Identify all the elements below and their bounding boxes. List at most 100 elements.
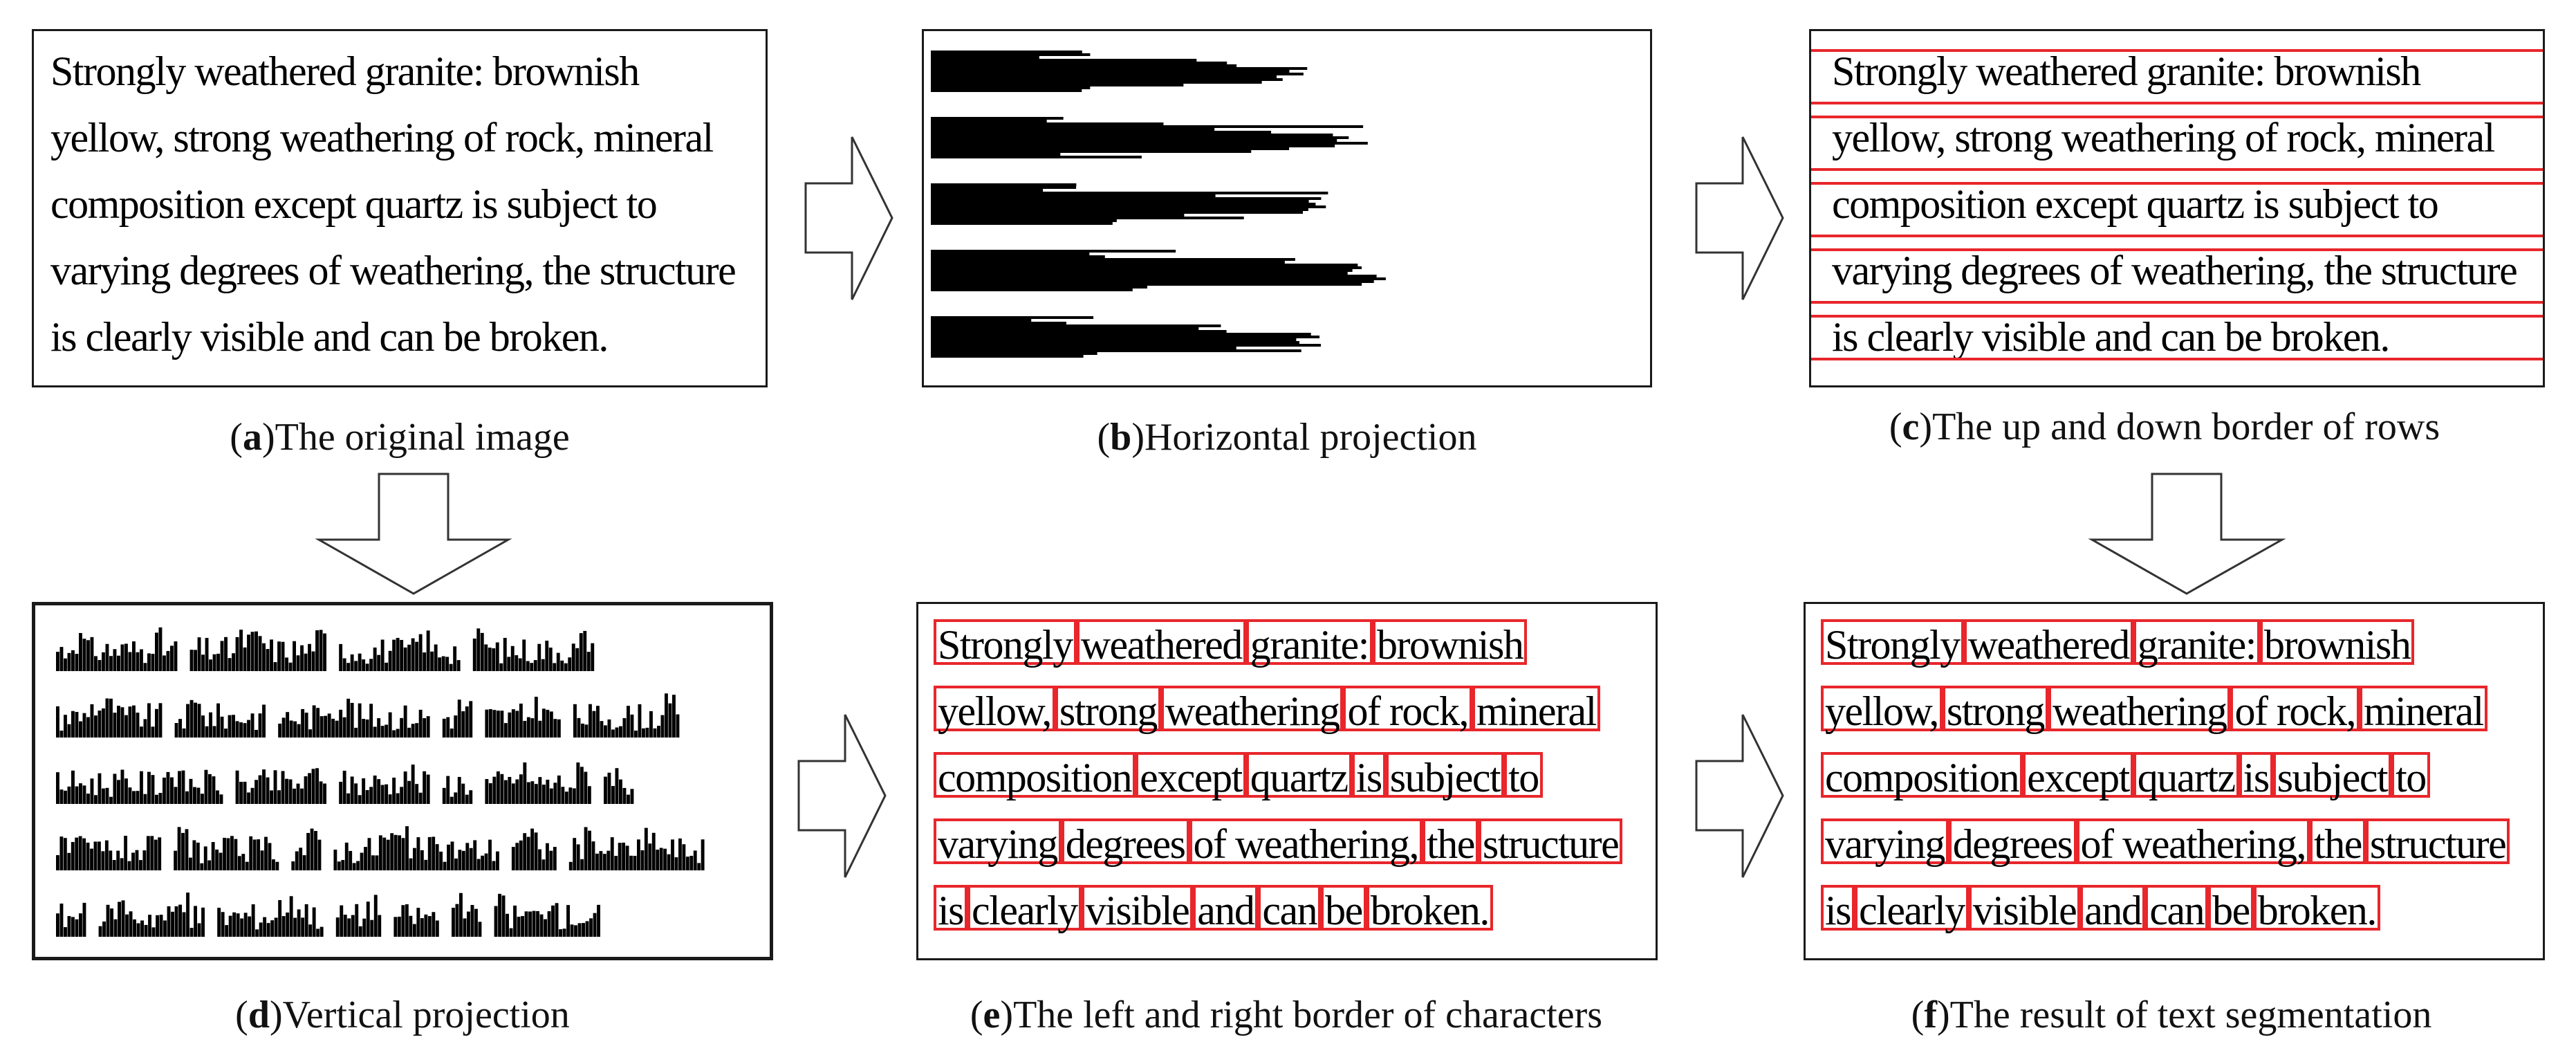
- projection-column: [151, 726, 155, 738]
- projection-column: [551, 905, 555, 937]
- projection-column: [205, 726, 209, 738]
- projection-column: [232, 912, 237, 937]
- projection-column: [430, 651, 434, 671]
- projection-column: [143, 719, 147, 738]
- projection-column: [316, 928, 320, 937]
- projection-column: [409, 915, 413, 937]
- projection-column: [212, 726, 216, 738]
- paragraph-line: is clearly visible and can be broken.: [50, 314, 609, 360]
- projection-column: [90, 637, 94, 671]
- row-border-line: [1811, 168, 2543, 171]
- projection-column: [335, 720, 339, 738]
- projection-column: [607, 772, 611, 804]
- projection-bar: [931, 84, 1184, 86]
- projection-column: [308, 924, 313, 937]
- projection-column: [682, 844, 686, 870]
- projection-column: [178, 719, 182, 738]
- projection-column: [113, 713, 117, 738]
- projection-column: [530, 663, 534, 671]
- projection-column: [189, 857, 192, 870]
- projection-column: [358, 653, 362, 671]
- projection-column: [341, 860, 345, 870]
- projection-column: [243, 913, 248, 937]
- projection-column: [515, 843, 519, 870]
- projection-column: [272, 859, 275, 870]
- projection-column: [323, 783, 326, 804]
- projection-column: [534, 697, 538, 738]
- projection-column: [447, 844, 450, 870]
- projection-column: [537, 643, 541, 671]
- projection-column: [346, 663, 351, 671]
- caption-e: (e)The left and right border of characte…: [970, 994, 1603, 1036]
- projection-bar: [931, 153, 1061, 156]
- projection-column: [166, 771, 170, 804]
- projection-column: [411, 724, 415, 738]
- projection-column: [189, 778, 193, 804]
- projection-column: [388, 650, 392, 671]
- word-box: structure: [2365, 818, 2510, 867]
- projection-bar: [931, 352, 1097, 355]
- projection-column: [530, 718, 535, 738]
- projection-column: [454, 715, 458, 738]
- word-box: and: [1193, 885, 1259, 933]
- projection-column: [109, 850, 113, 870]
- projection-column: [56, 706, 59, 738]
- projection-bar: [931, 208, 1308, 211]
- projection-column: [420, 850, 424, 870]
- projection-column: [327, 713, 331, 738]
- projection-column: [220, 716, 224, 738]
- projection-bar: [931, 217, 1244, 219]
- projection-column: [288, 779, 293, 804]
- projection-column: [485, 709, 489, 738]
- projection-bar: [931, 205, 1326, 208]
- projection-column: [354, 727, 358, 738]
- projection-column: [260, 850, 264, 870]
- word-box: yellow,: [934, 686, 1055, 734]
- projection-column: [581, 723, 584, 738]
- projection-bar: [931, 269, 1353, 272]
- projection-column: [478, 922, 482, 937]
- projection-bar: [931, 264, 1358, 266]
- projection-column: [553, 782, 557, 804]
- projection-column: [665, 693, 668, 738]
- projection-column: [186, 704, 189, 738]
- arrow-right-icon: [1695, 136, 1784, 300]
- projection-column: [503, 780, 508, 804]
- projection-column: [407, 644, 411, 671]
- projection-column: [264, 836, 268, 870]
- projection-bar: [931, 67, 1308, 70]
- projection-column: [63, 838, 67, 870]
- arrow-right-icon: [804, 136, 893, 300]
- projection-column: [585, 921, 589, 937]
- projection-column: [693, 850, 697, 870]
- projection-column: [82, 639, 86, 671]
- word-box: composition: [1821, 752, 2023, 800]
- projection-column: [186, 892, 189, 937]
- projection-column: [59, 647, 64, 671]
- projection-bar: [931, 147, 1290, 150]
- projection-column: [546, 709, 550, 738]
- projection-column: [517, 916, 521, 937]
- projection-column: [254, 780, 258, 804]
- projection-bar: [931, 316, 1094, 319]
- projection-column: [350, 654, 354, 671]
- panel-horizontal-projection: [922, 29, 1652, 387]
- word-box: the: [2310, 818, 2366, 867]
- projection-column: [591, 643, 595, 671]
- projection-column: [697, 863, 701, 870]
- word-box: Strongly: [1821, 619, 1964, 668]
- projection-column: [547, 911, 551, 937]
- projection-column: [194, 702, 197, 738]
- projection-bar: [931, 222, 1113, 225]
- projection-column: [649, 711, 653, 738]
- projection-column: [132, 641, 136, 671]
- projection-column: [416, 908, 420, 937]
- projection-column: [532, 910, 536, 937]
- projection-column: [595, 853, 599, 870]
- projection-column: [124, 715, 128, 738]
- projection-column: [247, 720, 250, 738]
